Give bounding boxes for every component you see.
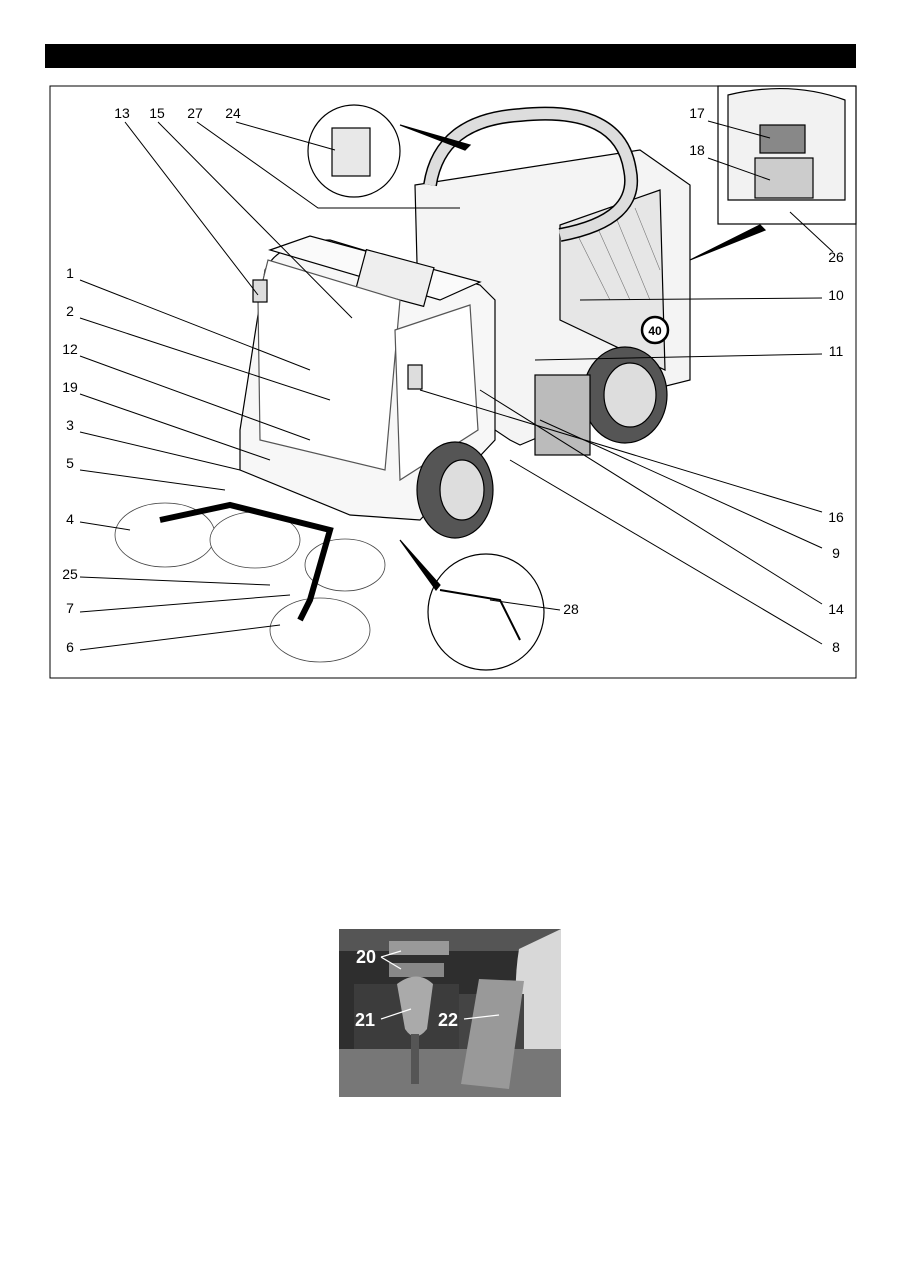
callout-leader-line — [196, 121, 460, 209]
callout-label-9: 9 — [832, 545, 840, 561]
callout-label-7: 7 — [66, 600, 74, 616]
pedal-photo: 20 21 22 — [339, 929, 561, 1097]
callout-label-24: 24 — [225, 105, 241, 121]
callout-label-25: 25 — [62, 566, 78, 582]
callout-leader-line — [539, 419, 823, 549]
switch-strip-2 — [389, 963, 444, 977]
callout-leader-line — [79, 317, 331, 401]
callout-label-19: 19 — [62, 379, 78, 395]
third-brush — [269, 597, 371, 663]
callout-leader-line — [79, 393, 271, 461]
callout-label-14: 14 — [828, 601, 844, 617]
callout-leader-line — [707, 120, 771, 139]
hopper-hatching — [574, 207, 661, 301]
callout-label-10: 10 — [828, 287, 844, 303]
filter-compartment — [534, 374, 591, 456]
callout-leader-line — [479, 389, 823, 605]
callout-leader-line — [79, 469, 226, 491]
callout-label-3: 3 — [66, 417, 74, 433]
photo-label-21: 21 — [355, 1010, 376, 1030]
callout-label-5: 5 — [66, 455, 74, 471]
callout-leader-line — [79, 431, 241, 471]
callout-labels: 13 15 27 24 17 18 26 1 10 2 12 11 19 3 5 16 4 9 25 7 28 14 6 8 — [62, 105, 844, 655]
callout-leader-line — [79, 279, 311, 371]
photo-label-20: 20 — [356, 947, 377, 967]
callout-leader-line — [509, 459, 823, 645]
callout-leader-line — [79, 355, 311, 441]
right-mirror — [407, 364, 423, 390]
side-brushes — [114, 502, 386, 663]
callout-label-2: 2 — [66, 303, 74, 319]
callout-leader-line — [79, 624, 281, 651]
callout-leader-line — [489, 599, 561, 611]
section-header-bar — [45, 44, 856, 68]
speed-sign — [640, 315, 670, 345]
callout-leader-line — [79, 594, 291, 613]
callout-label-12: 12 — [62, 341, 78, 357]
brush-arm — [159, 501, 334, 622]
figure-frame — [49, 85, 857, 679]
cab-door — [394, 304, 479, 482]
machine-overview-illustration: 40 13 15 27 24 17 18 26 1 10 2 12 11 19 — [49, 85, 857, 679]
callout-label-11: 11 — [829, 343, 844, 359]
callout-label-18: 18 — [689, 142, 705, 158]
callout-leader-line — [79, 576, 271, 586]
callout-label-15: 15 — [149, 105, 165, 121]
callout-leader-line — [124, 121, 259, 296]
callout-label-28: 28 — [563, 601, 579, 617]
callout-label-16: 16 — [828, 509, 844, 525]
callout-leader-line — [235, 121, 336, 151]
callout-leader-line — [579, 297, 823, 301]
callout-leader-line — [789, 211, 834, 253]
callout-label-27: 27 — [187, 105, 203, 121]
accelerator-pedal — [461, 979, 524, 1089]
callout-label-13: 13 — [114, 105, 130, 121]
callout-label-4: 4 — [66, 511, 74, 527]
callout-leader-line — [707, 157, 771, 181]
callout-leader-line — [419, 389, 823, 513]
photo-label-22: 22 — [438, 1010, 459, 1030]
callout-label-1: 1 — [66, 265, 74, 281]
rear-filter — [759, 124, 806, 154]
speed-sign-text: 40 — [648, 324, 662, 338]
sweeper-machine-drawing: 40 — [114, 85, 857, 671]
left-mirror — [252, 279, 268, 303]
switch-strip-1 — [389, 941, 449, 955]
callout-leader-line — [79, 521, 131, 531]
callout-label-8: 8 — [832, 639, 840, 655]
inset-detail-lever — [427, 553, 545, 671]
callout-label-17: 17 — [689, 105, 705, 121]
windshield — [257, 259, 401, 471]
callout-label-26: 26 — [828, 249, 844, 265]
callout-label-6: 6 — [66, 639, 74, 655]
brake-pedal — [397, 976, 433, 1037]
callout-leader-line — [157, 121, 353, 319]
callout-leader-line — [534, 353, 823, 361]
